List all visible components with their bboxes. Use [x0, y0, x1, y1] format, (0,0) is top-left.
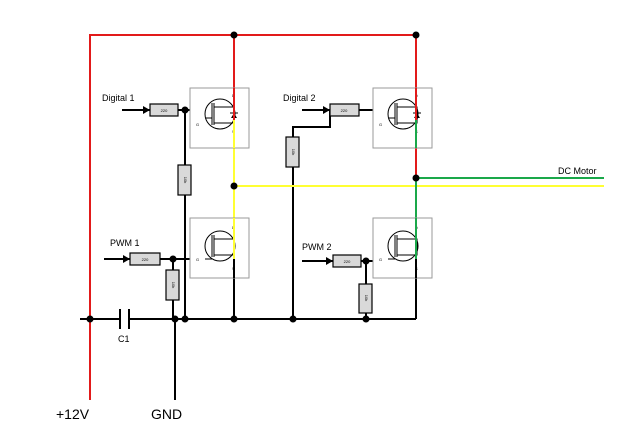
svg-text:10k: 10k — [291, 149, 296, 155]
resistor-pulldown-q3: 10k — [285, 136, 300, 168]
gnd-label: GND — [151, 406, 182, 422]
digital2-arrow-icon — [323, 106, 330, 114]
dc-motor-label: DC Motor — [558, 166, 597, 176]
pwm1-label: PWM 1 — [110, 238, 140, 248]
c1-label: C1 — [118, 334, 130, 344]
svg-text:220: 220 — [161, 108, 168, 113]
resistor-pulldown-q1: 10k — [177, 164, 192, 196]
svg-text:220: 220 — [344, 259, 351, 264]
svg-text:10k: 10k — [183, 177, 188, 183]
mosfet-q1: D G S — [189, 87, 250, 149]
pwm1-arrow-icon — [123, 255, 130, 263]
svg-text:220: 220 — [341, 108, 348, 113]
pwm2-arrow-icon — [326, 257, 333, 265]
resistor-pulldown-q2: 10k — [165, 269, 180, 301]
resistor-r-pwm1: 220 — [129, 252, 161, 266]
svg-text:G: G — [196, 122, 199, 127]
plus12v-label: +12V — [56, 406, 90, 422]
svg-text:G: G — [379, 122, 382, 127]
junction-dots — [86, 31, 420, 323]
svg-text:10k: 10k — [364, 295, 369, 301]
resistor-r-digital1: 220 — [149, 103, 179, 117]
svg-text:G: G — [379, 257, 382, 262]
resistor-r-pwm2: 220 — [332, 254, 362, 268]
mosfet-q2: D G S — [189, 217, 250, 279]
resistor-pulldown-q4: 10k — [358, 283, 373, 314]
supply-wires — [89, 34, 417, 400]
resistor-r-digital2: 220 — [329, 103, 360, 117]
svg-text:220: 220 — [142, 257, 149, 262]
q3-pulldown-top-wire — [292, 110, 331, 137]
mosfet-q3: D G S — [372, 87, 433, 149]
svg-text:10k: 10k — [171, 282, 176, 288]
svg-text:G: G — [196, 257, 199, 262]
capacitor-c1 — [119, 309, 130, 329]
digital1-label: Digital 1 — [102, 93, 135, 103]
digital2-label: Digital 2 — [283, 93, 316, 103]
digital1-arrow-icon — [143, 106, 150, 114]
mosfet-q4: D G S — [372, 217, 433, 279]
supply-rail-wire — [89, 34, 417, 400]
pwm2-label: PWM 2 — [302, 242, 332, 252]
